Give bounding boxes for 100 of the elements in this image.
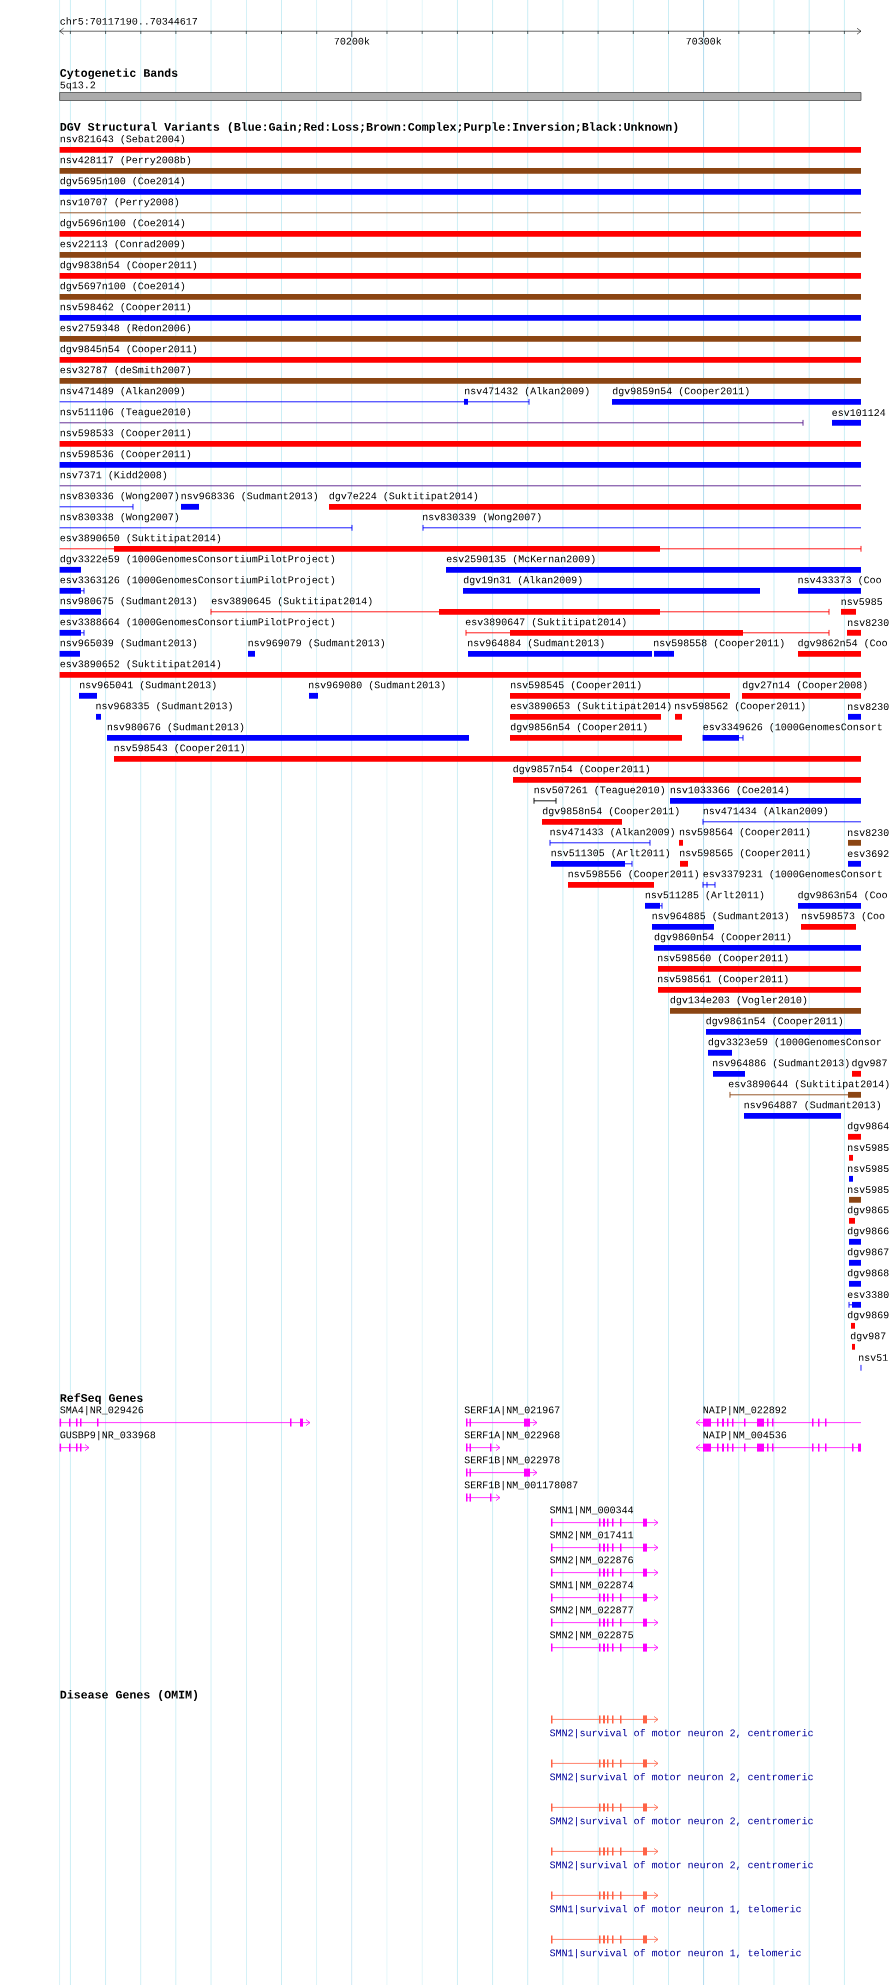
- feature-label: nsv598462 (Cooper2011): [60, 302, 191, 313]
- feature-label: dgv9868: [847, 1268, 889, 1279]
- feature-label: esv3890647 (Suktitipat2014): [465, 617, 626, 628]
- feature-label: dgv5695n100 (Coe2014): [60, 176, 185, 187]
- gene-label: GUSBP9|NR_033968: [60, 1430, 156, 1441]
- disease-gene-label: SMN1|survival of motor neuron 1, telomeric: [550, 1904, 801, 1915]
- gene-label: SMN2|NM_022876: [550, 1555, 633, 1566]
- feature-label: esv3890653 (Suktitipat2014): [510, 701, 671, 712]
- feature-label: esv22113 (Conrad2009): [60, 239, 185, 250]
- feature-label: esv2590135 (McKernan2009): [446, 554, 595, 565]
- feature-label: dgv3323e59 (1000GenomesConsor: [708, 1037, 881, 1048]
- feature-label: nsv598533 (Cooper2011): [60, 428, 191, 439]
- gene-label: SERF1A|NM_022968: [464, 1430, 560, 1441]
- feature-label: dgv9856n54 (Cooper2011): [510, 722, 647, 733]
- feature-label: dgv9867: [847, 1247, 889, 1258]
- feature-label: esv32787 (deSmith2007): [60, 365, 191, 376]
- feature-label: nsv598565 (Cooper2011): [680, 848, 810, 859]
- feature-label: nsv965041 (Sudmant2013): [80, 680, 216, 691]
- feature-label: dgv987: [850, 1331, 886, 1342]
- feature-label: nsv598564 (Cooper2011): [679, 827, 810, 838]
- feature-label: nsv8230: [848, 619, 889, 626]
- gene-label: NAIP|NM_004536: [703, 1430, 787, 1441]
- gene-label: SERF1B|NM_022978: [464, 1455, 560, 1466]
- feature-label: dgv987: [852, 1058, 887, 1069]
- track-heading: Cytogenetic Bands: [60, 68, 178, 80]
- gene-label: SMN1|NM_000344: [550, 1505, 634, 1516]
- gene-label: SMN2|NM_022875: [550, 1630, 633, 1641]
- feature-label: esv101124: [832, 409, 886, 416]
- feature-label: nsv8230: [848, 829, 889, 836]
- feature-label: nsv968335 (Sudmant2013): [96, 701, 232, 712]
- feature-label: dgv9858n54 (Cooper2011): [542, 806, 679, 817]
- gene-label: NAIP|NM_022892: [703, 1405, 787, 1416]
- feature-label: nsv8230: [848, 703, 889, 710]
- feature-label: nsv5985: [848, 1165, 889, 1172]
- feature-label: dgv9869: [847, 1310, 889, 1321]
- feature-label: dgv9864: [847, 1121, 889, 1132]
- feature-label: esv3890645 (Suktitipat2014): [211, 596, 372, 607]
- feature-label: dgv9859n54 (Cooper2011): [612, 386, 749, 397]
- tick-label: 70200k: [334, 37, 370, 45]
- feature-label: dgv134e203 (Vogler2010): [670, 995, 807, 1006]
- feature-label: nsv471432 (Alkan2009): [465, 386, 589, 397]
- track-heading: Disease Genes (OMIM): [60, 1690, 198, 1701]
- feature-label: esv3349626 (1000GenomesConsort: [703, 722, 882, 733]
- feature-label: esv3890650 (Suktitipat2014): [60, 533, 221, 544]
- feature-label: nsv964887 (Sudmant2013): [744, 1100, 881, 1111]
- feature-label: nsv598560 (Cooper2011): [658, 953, 788, 964]
- feature-label: esv2759348 (Redon2006): [60, 323, 191, 334]
- disease-gene-label: SMN2|survival of motor neuron 2, centromeric: [550, 1860, 813, 1871]
- feature-label: nsv511305 (Arlt2011): [551, 848, 670, 859]
- feature-label: nsv830339 (Wong2007): [423, 512, 541, 523]
- feature-label: nsv5985: [848, 1186, 889, 1193]
- feature-label: dgv7e224 (Suktitipat2014): [329, 491, 478, 502]
- feature-label: nsv10707 (Perry2008): [60, 197, 179, 208]
- feature-label: esv3388664 (1000GenomesConsortiumPilotProject): [60, 617, 335, 628]
- feature-label: nsv964884 (Sudmant2013): [468, 638, 604, 649]
- gene-label: SERF1B|NM_001178087: [464, 1480, 578, 1491]
- feature-label: nsv830336 (Wong2007): [60, 491, 179, 502]
- gene-label: SMN1|NM_022874: [550, 1580, 634, 1591]
- feature-label: nsv964886 (Sudmant2013): [713, 1058, 849, 1069]
- feature-label: nsv507261 (Teague2010): [534, 785, 665, 796]
- feature-label: nsv980675 (Sudmant2013): [60, 596, 197, 607]
- feature-label: dgv9865: [847, 1205, 889, 1216]
- feature-label: nsv969079 (Sudmant2013): [248, 638, 385, 649]
- gene-label: SMN2|NM_017411: [550, 1530, 634, 1541]
- feature-label: nsv511285 (Arlt2011): [645, 890, 764, 901]
- tick-label: 70300k: [686, 37, 722, 45]
- feature-label: dgv9862n54 (Coo: [798, 638, 887, 649]
- feature-label: esv3379231 (1000GenomesConsort: [703, 869, 882, 880]
- feature-label: dgv5697n100 (Coe2014): [60, 281, 185, 292]
- feature-label: nsv598573 (Coo: [801, 911, 885, 922]
- feature-label: nsv5985: [841, 598, 883, 605]
- feature-label: dgv9857n54 (Cooper2011): [513, 764, 650, 775]
- feature-label: esv3363126 (1000GenomesConsortiumPilotProject): [60, 575, 335, 586]
- track-heading: RefSeq Genes: [60, 1393, 143, 1405]
- feature-label: nsv433373 (Coo: [798, 575, 881, 586]
- feature-label: nsv7371 (Kidd2008): [60, 470, 167, 481]
- feature-label: esv3890644 (Suktitipat2014): [728, 1079, 889, 1090]
- feature-label: dgv9838n54 (Cooper2011): [60, 260, 197, 271]
- feature-label: nsv51: [859, 1354, 888, 1361]
- feature-label: nsv511106 (Teague2010): [60, 407, 191, 418]
- feature-label: nsv980676 (Sudmant2013): [107, 722, 244, 733]
- feature-label: nsv598536 (Cooper2011): [60, 449, 191, 460]
- feature-label: nsv821643 (Sebat2004): [60, 134, 185, 145]
- feature-label: dgv27n14 (Cooper2008): [742, 680, 867, 691]
- feature-label: nsv968336 (Sudmant2013): [181, 491, 318, 502]
- feature-label: nsv598561 (Cooper2011): [658, 974, 788, 985]
- feature-label: nsv598558 (Cooper2011): [654, 638, 784, 649]
- feature-label: nsv969080 (Sudmant2013): [309, 680, 445, 691]
- feature-label: nsv5985: [848, 1144, 889, 1151]
- disease-gene-label: SMN1|survival of motor neuron 1, telomeric: [550, 1948, 801, 1959]
- feature-label: dgv9845n54 (Cooper2011): [60, 344, 197, 355]
- feature-label: dgv19n31 (Alkan2009): [463, 575, 582, 586]
- disease-gene-label: SMN2|survival of motor neuron 2, centromeric: [550, 1728, 813, 1739]
- feature-label: dgv9863n54 (Coo: [798, 890, 887, 901]
- feature-label: dgv5696n100 (Coe2014): [60, 218, 185, 229]
- feature-label: dgv3322e59 (1000GenomesConsortiumPilotProject): [60, 554, 335, 565]
- feature-label: nsv830338 (Wong2007): [60, 512, 179, 523]
- disease-gene-label: SMN2|survival of motor neuron 2, centromeric: [550, 1772, 813, 1783]
- feature-label: nsv471489 (Alkan2009): [60, 386, 185, 397]
- gene-label: SMN2|NM_022877: [550, 1605, 633, 1616]
